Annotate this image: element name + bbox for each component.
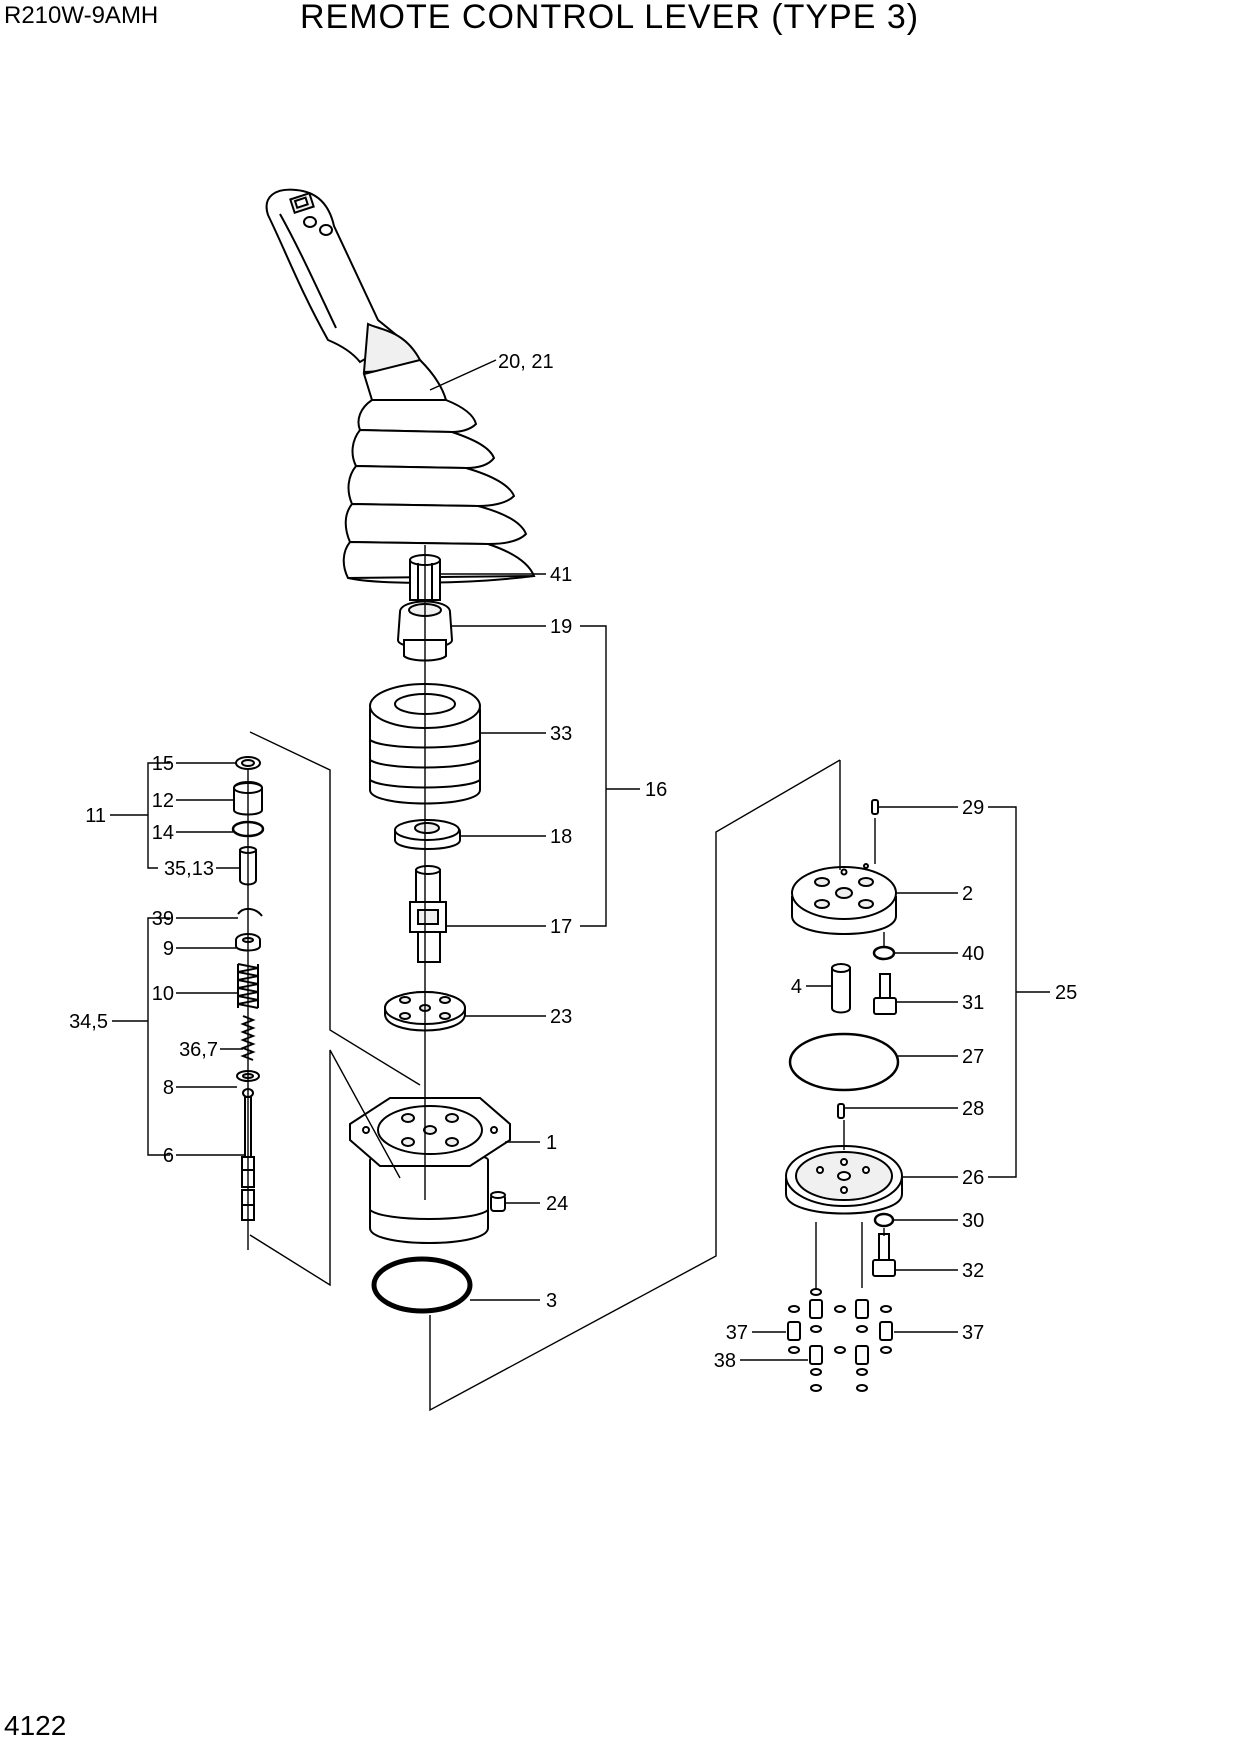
- part-32-bolt[interactable]: [872, 1233, 896, 1277]
- callout-1: 1: [546, 1132, 557, 1154]
- callout-20-21: 20, 21: [498, 351, 554, 373]
- callout-28: 28: [962, 1098, 984, 1120]
- part-handle-grip[interactable]: [265, 188, 421, 376]
- callout-8: 8: [163, 1077, 174, 1099]
- callout-37-left: 37: [726, 1322, 748, 1344]
- callout-37-right: 37: [962, 1322, 984, 1344]
- part-17-joint[interactable]: [409, 865, 447, 963]
- callout-36-7: 36,7: [179, 1039, 218, 1061]
- callout-3: 3: [546, 1290, 557, 1312]
- callout-35-13: 35,13: [164, 858, 214, 880]
- callout-38: 38: [714, 1350, 736, 1372]
- callout-41: 41: [550, 564, 572, 586]
- callout-2: 2: [962, 883, 973, 905]
- model-number: R210W-9AMH: [4, 2, 159, 29]
- part-2-body[interactable]: [791, 863, 897, 935]
- part-26-plate[interactable]: [785, 1145, 903, 1215]
- part-28-pin[interactable]: [837, 1103, 845, 1119]
- part-29-pin[interactable]: [871, 799, 879, 815]
- callout-17: 17: [550, 916, 572, 938]
- callout-19: 19: [550, 616, 572, 638]
- page-title: REMOTE CONTROL LEVER (TYPE 3): [300, 0, 920, 36]
- callout-9: 9: [163, 938, 174, 960]
- callout-11: 11: [85, 805, 106, 827]
- part-39-clip[interactable]: [237, 908, 263, 917]
- part-30-o-ring[interactable]: [873, 1212, 895, 1228]
- callout-25: 25: [1055, 982, 1077, 1004]
- assembly-guide-lines-right: [429, 759, 885, 1412]
- part-27-o-ring[interactable]: [788, 1032, 900, 1092]
- part-15-washer[interactable]: [235, 756, 261, 770]
- leader-lines: [110, 359, 1050, 1361]
- part-18-plate[interactable]: [394, 819, 461, 850]
- callout-40: 40: [962, 943, 984, 965]
- callout-31: 31: [962, 992, 984, 1014]
- callout-10: 10: [152, 983, 174, 1005]
- callout-34-5: 34,5: [69, 1011, 108, 1033]
- callout-6: 6: [163, 1145, 174, 1167]
- callout-33: 33: [550, 723, 572, 745]
- callout-39: 39: [152, 908, 174, 930]
- part-24-plug[interactable]: [490, 1191, 506, 1212]
- part-3-o-ring[interactable]: [371, 1256, 473, 1314]
- callout-16: 16: [645, 779, 667, 801]
- part-40-o-ring[interactable]: [872, 945, 896, 961]
- part-37-38-fittings[interactable]: [787, 1288, 893, 1392]
- callout-15: 15: [152, 753, 174, 775]
- callout-27: 27: [962, 1046, 984, 1068]
- callout-32: 32: [962, 1260, 984, 1282]
- callout-24: 24: [546, 1193, 568, 1215]
- page-number: 4122: [4, 1710, 67, 1741]
- callout-14: 14: [152, 822, 174, 844]
- callout-4: 4: [791, 976, 802, 998]
- callout-12: 12: [152, 790, 174, 812]
- assembly-guide-lines-left: [249, 731, 421, 1287]
- callout-30: 30: [962, 1210, 984, 1232]
- callout-26: 26: [962, 1167, 984, 1189]
- callout-29: 29: [962, 797, 984, 819]
- part-31-bolt[interactable]: [873, 973, 897, 1015]
- part-1-casing[interactable]: [349, 1097, 511, 1244]
- part-4-pin[interactable]: [831, 963, 851, 1014]
- part-rubber-boot[interactable]: [342, 358, 536, 584]
- callout-23: 23: [550, 1006, 572, 1028]
- callout-18: 18: [550, 826, 572, 848]
